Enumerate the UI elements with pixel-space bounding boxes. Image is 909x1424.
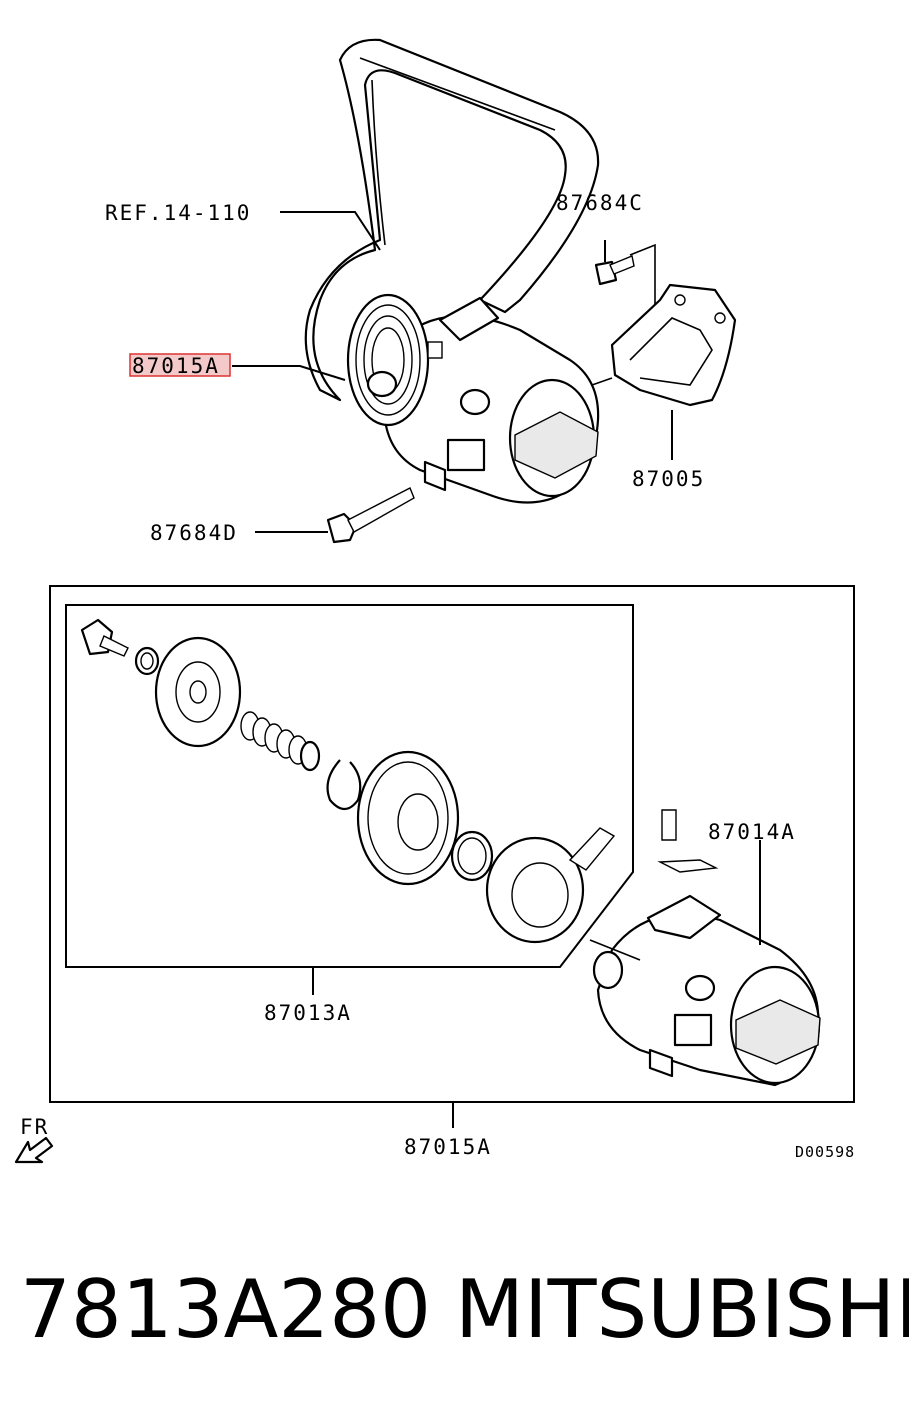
parts-diagram: REF.14-110 87684C 87015A 87005 87684D <box>14 38 855 1164</box>
bolt-87684c-shape <box>594 255 635 286</box>
clutch-parts <box>80 618 616 944</box>
bracket-87005-shape <box>610 283 737 407</box>
fr-arrow-icon <box>14 1136 54 1164</box>
part-number: 7813A280 <box>20 1263 432 1356</box>
fr-label: FR <box>20 1115 49 1139</box>
drive-belt <box>304 38 600 402</box>
label-87684d: 87684D <box>150 521 238 545</box>
label-87014a: 87014A <box>708 820 796 844</box>
label-87015a-bottom: 87015A <box>404 1135 492 1159</box>
label-87013a: 87013A <box>264 1001 352 1025</box>
bolt-87684d-shape <box>326 487 415 544</box>
label-87005: 87005 <box>632 467 705 491</box>
compressor-top <box>346 293 600 504</box>
brand-name: MITSUBISHI <box>455 1263 909 1356</box>
diagram-code: D00598 <box>795 1143 855 1161</box>
highlight-box <box>129 353 231 377</box>
footer: 7813A280 MITSUBISHI <box>0 1250 909 1390</box>
compressor-body <box>592 809 821 1087</box>
label-87684c: 87684C <box>556 191 644 215</box>
clutch-kit-box <box>65 604 634 968</box>
label-87015a-top: 87015A <box>132 354 220 378</box>
ref-label: REF.14-110 <box>105 201 251 225</box>
